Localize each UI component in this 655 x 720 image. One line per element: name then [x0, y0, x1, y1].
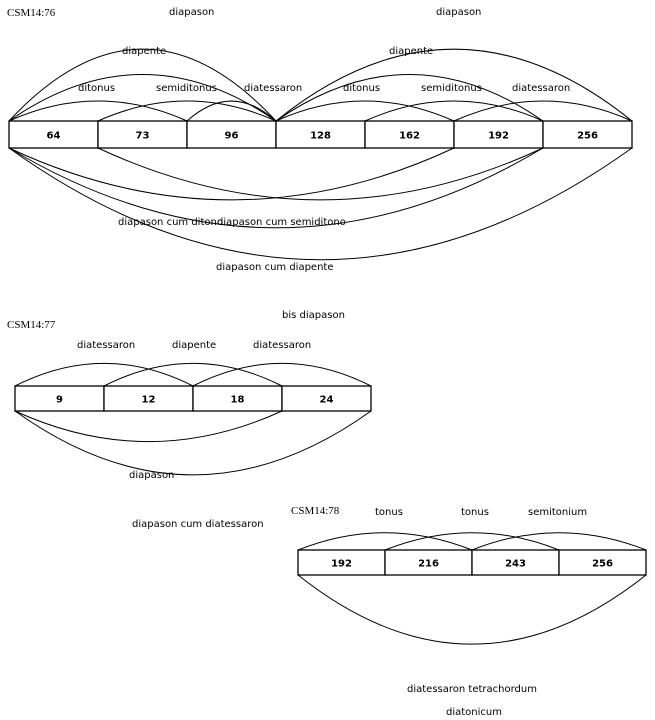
- arc-label: diapason cum diatessaron: [132, 519, 264, 530]
- arc-label: diapason: [169, 7, 214, 18]
- arc-label: ditonus: [78, 83, 115, 94]
- value-label: 18: [231, 395, 245, 406]
- value-label: 73: [136, 131, 150, 142]
- value-label: 24: [320, 395, 334, 406]
- value-box: [103, 385, 194, 412]
- value-box: [558, 549, 647, 576]
- arcs: [14, 362, 372, 476]
- lower-interval-arc: [8, 147, 544, 229]
- arc-label: diatessaron: [77, 340, 135, 351]
- figure-csm14-78: CSM14:78 192 216 243 256 tonus tonus semito…: [291, 505, 647, 718]
- value-label: 256: [577, 131, 598, 142]
- upper-interval-arc: [275, 48, 633, 122]
- lower-interval-arc: [8, 147, 455, 201]
- upper-arc-labels: diapason diapason diapente diapente dito…: [78, 7, 570, 94]
- value-box: [14, 385, 105, 412]
- arc-label: semitonium: [528, 507, 587, 518]
- arc-label: diapason: [436, 7, 481, 18]
- upper-interval-arc: [297, 532, 473, 551]
- arc-label: tonus: [461, 507, 489, 518]
- arcs: [297, 532, 647, 645]
- arc-label: diatessaron: [253, 340, 311, 351]
- arc-label: ditonus: [343, 83, 380, 94]
- value-label: 9: [56, 395, 63, 406]
- value-boxes: 192 216 243 256: [297, 549, 647, 576]
- arc-label: bis diapason: [282, 310, 345, 321]
- value-box: [281, 385, 372, 412]
- lower-interval-arc: [297, 574, 647, 645]
- upper-interval-arc: [186, 100, 277, 122]
- arc-label: diapente: [172, 340, 216, 351]
- value-label: 12: [142, 395, 156, 406]
- upper-interval-arc: [14, 362, 194, 387]
- arc-label: diapente: [122, 46, 166, 57]
- value-label: 243: [505, 559, 526, 570]
- upper-interval-arc: [275, 73, 544, 122]
- arc-label: diatessaron: [512, 83, 570, 94]
- value-boxes: 64 73 96 128 162 192 256: [8, 120, 633, 149]
- upper-interval-arc: [8, 48, 277, 122]
- value-box: [471, 549, 560, 576]
- upper-interval-arc: [192, 362, 372, 387]
- arc-label: diapason: [129, 470, 174, 481]
- arcs: [8, 48, 633, 261]
- lower-interval-arc: [14, 410, 283, 442]
- value-label: 96: [225, 131, 239, 142]
- lower-interval-arc: [14, 410, 372, 476]
- upper-interval-arc: [471, 532, 647, 551]
- arc-label: diatessaron: [244, 83, 302, 94]
- upper-interval-arc: [275, 100, 455, 122]
- value-boxes: 9 12 18 24: [14, 385, 372, 412]
- lower-interval-arc: [97, 147, 544, 201]
- upper-interval-arc: [8, 100, 188, 122]
- upper-interval-arc: [364, 100, 544, 122]
- figure-id: CSM14:78: [291, 505, 340, 517]
- value-label: 128: [310, 131, 331, 142]
- value-box: [186, 120, 277, 149]
- value-label: 256: [592, 559, 613, 570]
- value-box: [542, 120, 633, 149]
- arc-label: diapason cum diapente: [216, 262, 334, 273]
- arc-label: diatessaron tetrachordum: [407, 684, 537, 695]
- figure-csm14-77: CSM14:77 9 12 18 24 diatessaron diapente di…: [7, 319, 372, 530]
- value-label: 192: [331, 559, 352, 570]
- upper-interval-arc: [103, 362, 283, 387]
- value-box: [364, 120, 455, 149]
- arc-label: semiditonus: [421, 83, 482, 94]
- upper-interval-arc: [384, 532, 560, 551]
- figure-csm14-76: CSM14:76 64 73 96 128 162 192 256 diapason dia…: [7, 7, 633, 321]
- arc-label: diapason cum semiditono: [217, 217, 346, 228]
- arc-label: diapason cum ditono: [118, 217, 223, 228]
- lower-interval-arc: [8, 147, 633, 261]
- arc-label: diapente: [389, 46, 433, 57]
- figure-id: CSM14:77: [7, 319, 56, 331]
- value-box: [192, 385, 283, 412]
- arc-label: diatonicum: [446, 707, 502, 718]
- arc-label: semiditonus: [156, 83, 217, 94]
- value-label: 162: [399, 131, 420, 142]
- upper-interval-arc: [453, 100, 633, 122]
- value-label: 192: [488, 131, 509, 142]
- lower-arc-labels: diapason cum ditono diapason cum semidit…: [118, 217, 346, 321]
- figure-id: CSM14:76: [7, 7, 56, 19]
- upper-interval-arc: [97, 100, 277, 122]
- arc-label: tonus: [375, 507, 403, 518]
- value-label: 216: [418, 559, 439, 570]
- upper-interval-arc: [8, 73, 277, 122]
- value-label: 64: [47, 131, 61, 142]
